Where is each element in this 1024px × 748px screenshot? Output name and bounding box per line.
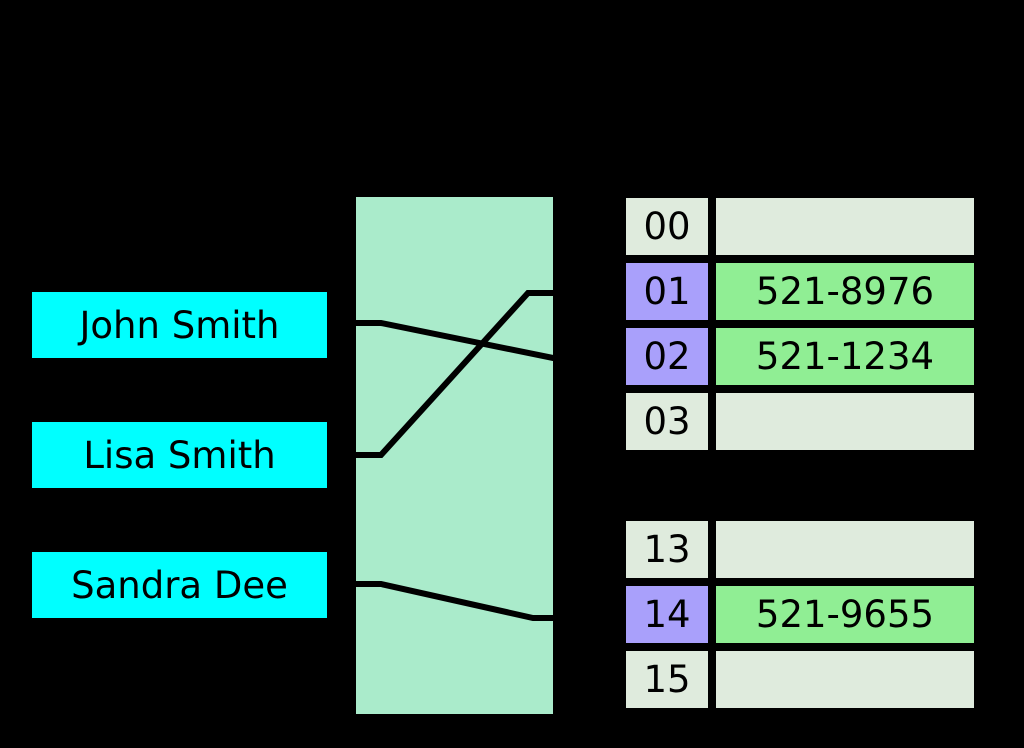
bucket-index: 02 (626, 328, 708, 385)
bucket-table-bottom: 13 14 521-9655 15 (626, 521, 974, 708)
key-label: Lisa Smith (83, 433, 276, 477)
bucket-value: 521-9655 (716, 586, 974, 643)
bucket-index: 15 (626, 651, 708, 708)
bucket-index: 01 (626, 263, 708, 320)
bucket-value: 521-1234 (716, 328, 974, 385)
bucket-value (716, 198, 974, 255)
table-row[interactable]: 13 (626, 521, 974, 578)
key-box-john-smith[interactable]: John Smith (32, 292, 327, 358)
hash-function-box (356, 197, 553, 714)
bucket-value (716, 521, 974, 578)
table-row[interactable]: 00 (626, 198, 974, 255)
key-label: John Smith (79, 303, 280, 347)
table-row[interactable]: 02 521-1234 (626, 328, 974, 385)
bucket-index: 00 (626, 198, 708, 255)
bucket-index: 14 (626, 586, 708, 643)
key-box-lisa-smith[interactable]: Lisa Smith (32, 422, 327, 488)
table-row[interactable]: 14 521-9655 (626, 586, 974, 643)
key-label: Sandra Dee (71, 563, 288, 607)
bucket-value: 521-8976 (716, 263, 974, 320)
bucket-index: 03 (626, 393, 708, 450)
bucket-index: 13 (626, 521, 708, 578)
table-row[interactable]: 15 (626, 651, 974, 708)
bucket-table-top: 00 01 521-8976 02 521-1234 03 (626, 198, 974, 450)
bucket-value (716, 393, 974, 450)
table-row[interactable]: 03 (626, 393, 974, 450)
bucket-value (716, 651, 974, 708)
key-box-sandra-dee[interactable]: Sandra Dee (32, 552, 327, 618)
table-row[interactable]: 01 521-8976 (626, 263, 974, 320)
